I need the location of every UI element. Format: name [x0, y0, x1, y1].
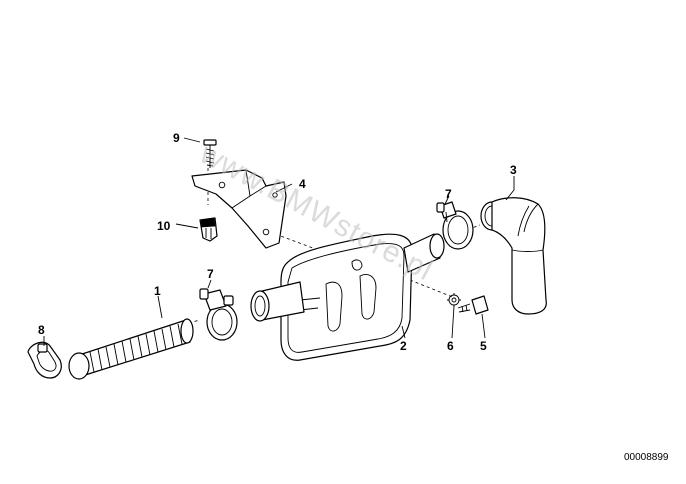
washer-part-6 — [447, 293, 461, 307]
callout-3: 3 — [510, 163, 517, 177]
bracket-part-4 — [191, 169, 287, 249]
callout-7-upper: 7 — [445, 187, 452, 201]
rubber-mount-part-10 — [199, 217, 218, 242]
callout-7-lower: 7 — [207, 267, 214, 281]
callout-5: 5 — [480, 339, 487, 353]
bolt-part-5 — [457, 295, 489, 315]
clamp-part-8 — [27, 341, 62, 379]
tailpipe-part-3 — [480, 197, 547, 315]
callout-2: 2 — [400, 339, 407, 353]
clamp-part-7-upper — [436, 201, 474, 250]
callout-10: 10 — [157, 219, 171, 233]
callout-9: 9 — [173, 131, 180, 145]
callout-8: 8 — [38, 323, 45, 337]
leader-lines — [43, 137, 515, 346]
clamp-part-7-lower — [199, 288, 238, 341]
diagram-reference-number: 00008899 — [624, 452, 669, 463]
callout-1: 1 — [154, 284, 161, 298]
screw-part-9 — [203, 139, 217, 168]
flex-hose-part-1 — [68, 318, 194, 380]
callout-4: 4 — [299, 177, 306, 191]
muffler-part-2 — [250, 233, 445, 361]
callout-6: 6 — [447, 339, 454, 353]
